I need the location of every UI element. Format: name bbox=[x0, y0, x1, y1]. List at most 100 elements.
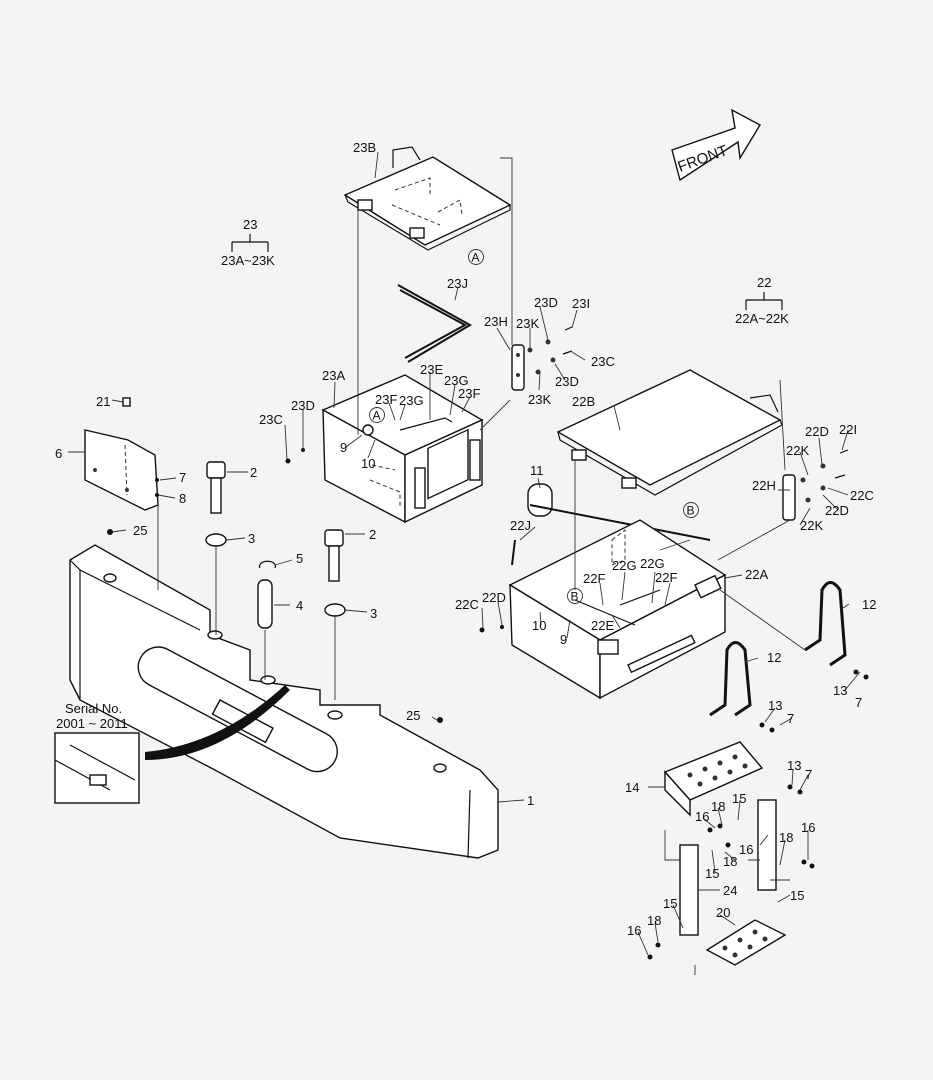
counterweight-1 bbox=[69, 544, 499, 859]
callout-15-a: 15 bbox=[732, 791, 746, 806]
svg-text:B: B bbox=[687, 504, 695, 518]
callout-12-b: 12 bbox=[767, 650, 781, 665]
callout-22H: 22H bbox=[752, 478, 776, 493]
bracket-24-left bbox=[679, 844, 699, 936]
bolt-2-right bbox=[324, 529, 344, 582]
lid-22B bbox=[556, 369, 783, 496]
callout-18-b: 18 bbox=[723, 854, 737, 869]
callout-23C-a: 23C bbox=[591, 354, 615, 369]
callout-16-c: 16 bbox=[801, 820, 815, 835]
callout-22K-b: 22K bbox=[800, 518, 823, 533]
callout-23E: 23E bbox=[420, 362, 443, 377]
bracket-6 bbox=[84, 397, 159, 511]
callout-23H: 23H bbox=[484, 314, 508, 329]
callout-23D-c: 23D bbox=[291, 398, 315, 413]
handle-12-right bbox=[804, 581, 847, 667]
latch-23H bbox=[511, 326, 573, 391]
ref-circle-A-2: A bbox=[369, 407, 385, 423]
inset-title-1: Serial No. bbox=[65, 701, 122, 716]
group-label-23: 23 23A~23K bbox=[221, 217, 275, 268]
callout-2-b: 2 bbox=[369, 527, 376, 542]
callout-18-c: 18 bbox=[779, 830, 793, 845]
callout-1: 1 bbox=[527, 793, 534, 808]
callout-22C-a: 22C bbox=[850, 488, 874, 503]
svg-text:A: A bbox=[472, 251, 480, 265]
callout-22K-a: 22K bbox=[786, 443, 809, 458]
handle-12-left bbox=[709, 641, 752, 717]
callout-23K-b: 23K bbox=[528, 392, 551, 407]
callout-18-a: 18 bbox=[711, 799, 725, 814]
box-22A bbox=[508, 519, 727, 700]
callout-23I: 23I bbox=[572, 296, 590, 311]
callout-7-c: 7 bbox=[855, 695, 862, 710]
callout-23J: 23J bbox=[447, 276, 468, 291]
callout-22D-b: 22D bbox=[825, 503, 849, 518]
callout-9-b: 9 bbox=[560, 632, 567, 647]
svg-text:A: A bbox=[373, 409, 381, 423]
callout-3-a: 3 bbox=[248, 531, 255, 546]
ref-circle-B-1: B bbox=[683, 502, 699, 518]
latch-22H bbox=[782, 449, 849, 521]
callout-12-a: 12 bbox=[862, 597, 876, 612]
callout-13-b: 13 bbox=[833, 683, 847, 698]
callout-23B: 23B bbox=[353, 140, 376, 155]
lid-23B bbox=[343, 146, 512, 251]
callout-22F-a: 22F bbox=[583, 571, 605, 586]
step-14 bbox=[663, 741, 764, 817]
callout-23A: 23A bbox=[322, 368, 345, 383]
callout-7-a: 7 bbox=[179, 470, 186, 485]
callout-8: 8 bbox=[179, 491, 186, 506]
box-23A bbox=[321, 374, 484, 524]
callout-14: 14 bbox=[625, 780, 639, 795]
callout-25-b: 25 bbox=[406, 708, 420, 723]
washer-3-right bbox=[324, 603, 346, 617]
callout-22I: 22I bbox=[839, 422, 857, 437]
callout-16-b: 16 bbox=[739, 842, 753, 857]
callout-22G-a: 22G bbox=[612, 558, 637, 573]
callout-3-b: 3 bbox=[370, 606, 377, 621]
bolt-2-left bbox=[206, 461, 226, 514]
callout-18-d: 18 bbox=[647, 913, 661, 928]
seal-strip-22J bbox=[511, 504, 711, 566]
callout-labels: 23B 23J 23A 23H 23D 23I 23K 23C 23D 23K … bbox=[55, 140, 876, 938]
callout-22E: 22E bbox=[591, 618, 614, 633]
callout-16-a: 16 bbox=[695, 809, 709, 824]
callout-20: 20 bbox=[716, 905, 730, 920]
callout-9-a: 9 bbox=[340, 440, 347, 455]
callout-23G-b: 23G bbox=[399, 393, 424, 408]
callout-22G-b: 22G bbox=[640, 556, 665, 571]
bracket-24-right bbox=[757, 799, 777, 891]
callout-23F-b: 23F bbox=[375, 392, 397, 407]
front-direction-arrow: FRONT bbox=[671, 108, 761, 182]
callout-15-c: 15 bbox=[663, 896, 677, 911]
callout-7-b: 7 bbox=[787, 711, 794, 726]
group-22-id: 22 bbox=[757, 275, 771, 290]
svg-text:B: B bbox=[571, 590, 579, 604]
group-23-id: 23 bbox=[243, 217, 257, 232]
callout-22C-b: 22C bbox=[455, 597, 479, 612]
callout-22J: 22J bbox=[510, 518, 531, 533]
callout-23C-b: 23C bbox=[259, 412, 283, 427]
callout-10-b: 10 bbox=[532, 618, 546, 633]
callout-23K-a: 23K bbox=[516, 316, 539, 331]
callout-23D-b: 23D bbox=[555, 374, 579, 389]
callout-5: 5 bbox=[296, 551, 303, 566]
callout-23G-a: 23G bbox=[444, 373, 469, 388]
callout-23F-a: 23F bbox=[458, 386, 480, 401]
step-20 bbox=[705, 919, 787, 966]
washer-3-left bbox=[205, 533, 227, 547]
clip-5 bbox=[258, 560, 277, 569]
callout-15-d: 15 bbox=[790, 888, 804, 903]
group-22-range: 22A~22K bbox=[735, 311, 789, 326]
callout-6: 6 bbox=[55, 446, 62, 461]
callout-25-a: 25 bbox=[133, 523, 147, 538]
seal-strip-23J bbox=[397, 284, 473, 363]
callout-22B: 22B bbox=[572, 394, 595, 409]
callout-15-b: 15 bbox=[705, 866, 719, 881]
group-label-22: 22 22A~22K bbox=[735, 275, 789, 326]
inset-title-2: 2001 ~ 2011 bbox=[56, 716, 128, 731]
callout-7-d: 7 bbox=[805, 767, 812, 782]
callout-11: 11 bbox=[530, 463, 544, 478]
callout-13-a: 13 bbox=[768, 698, 782, 713]
callout-22F-b: 22F bbox=[655, 570, 677, 585]
